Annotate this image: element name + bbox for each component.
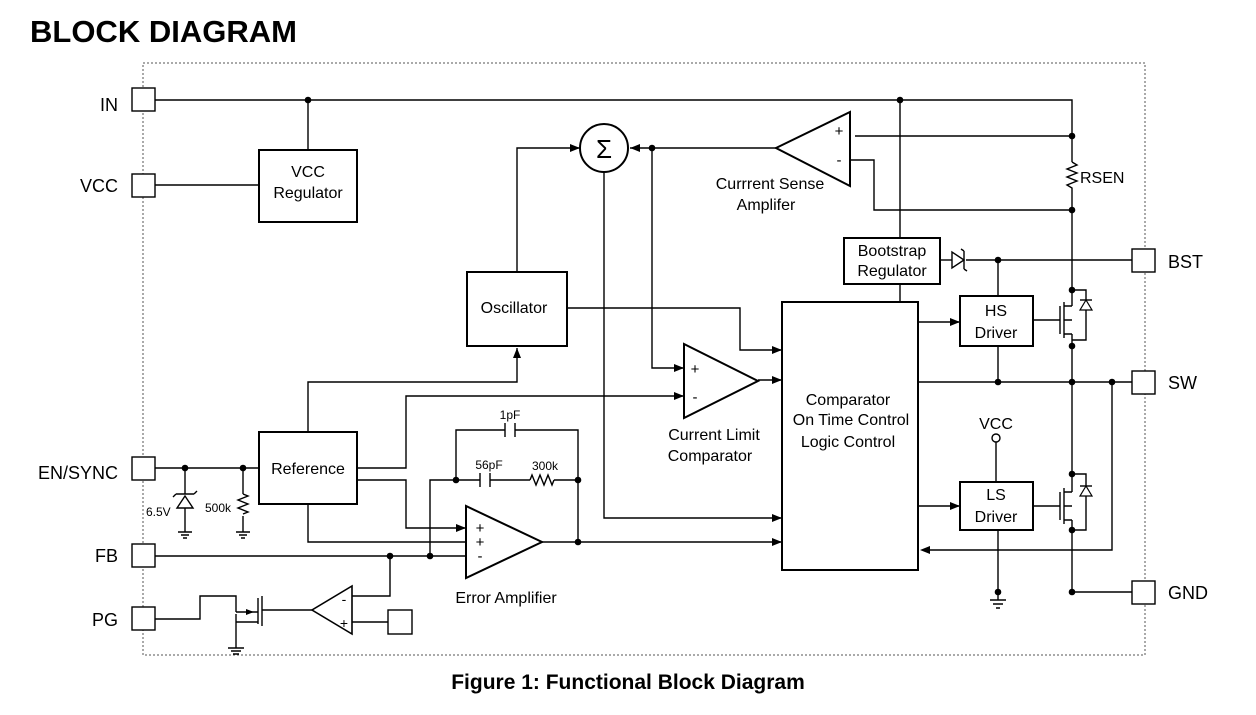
low-side-mosfet: [1059, 473, 1094, 531]
current-limit-plus: +: [691, 361, 700, 378]
oscillator-block: Oscillator: [466, 271, 568, 347]
pin-sw-label: SW: [1168, 373, 1197, 393]
pin-sw: SW: [1131, 370, 1197, 395]
pin-fb: FB: [95, 543, 156, 568]
pin-en-sync-label: EN/SYNC: [38, 463, 118, 483]
bootstrap-regulator-line1: Bootstrap: [858, 243, 927, 260]
sum-symbol: Σ: [596, 134, 612, 164]
error-amp-plus-2: +: [476, 534, 485, 551]
pin-pg: PG: [92, 606, 156, 631]
pin-vcc: VCC: [80, 173, 156, 198]
resistor-300k: 300k: [529, 459, 559, 487]
bootstrap-regulator-block: Bootstrap Regulator: [843, 237, 941, 285]
figure-caption: Figure 1: Functional Block Diagram: [451, 671, 805, 694]
current-sense-label-line1: Currrent Sense: [716, 176, 825, 193]
high-side-mosfet: [1059, 289, 1094, 341]
junction-dots: [181, 96, 1116, 596]
pin-gnd-label: GND: [1168, 583, 1208, 603]
error-amp-label: Error Amplifier: [455, 590, 557, 607]
capacitor-1pf-label: 1pF: [500, 408, 521, 422]
zener-label: 6.5V: [146, 505, 171, 519]
current-limit-comparator: + - Current Limit Comparator: [668, 342, 760, 465]
current-limit-minus: -: [693, 389, 698, 406]
pin-gnd: GND: [1131, 580, 1208, 605]
current-limit-label-line1: Current Limit: [668, 427, 760, 444]
reference-label: Reference: [271, 461, 345, 478]
pin-vcc-label: VCC: [80, 176, 118, 196]
pg-comparator-minus: -: [342, 591, 347, 607]
vcc-regulator-block: VCC Regulator: [258, 149, 358, 223]
current-sense-amplifier: + - Currrent Sense Amplifer: [716, 110, 851, 214]
pin-en-sync: EN/SYNC: [38, 456, 156, 483]
ls-driver-line1: LS: [986, 487, 1006, 504]
logic-line1: Comparator: [806, 392, 891, 409]
reference-block: Reference: [258, 431, 358, 505]
ground-symbols: [178, 531, 1006, 655]
error-amp-plus-1: +: [476, 520, 485, 537]
pg-mosfet: [236, 596, 263, 626]
zener-diode: 6.5V: [146, 490, 198, 519]
rsen-resistor: RSEN: [1065, 161, 1124, 190]
pin-in: IN: [100, 87, 156, 115]
current-limit-label-line2: Comparator: [668, 448, 753, 465]
logic-line3: Logic Control: [801, 434, 895, 451]
hs-driver-line2: Driver: [975, 325, 1018, 342]
pg-comparator: - +: [310, 584, 353, 636]
arrow-heads: [456, 144, 960, 554]
pulldown-label: 500k: [205, 501, 232, 515]
rsen-label: RSEN: [1080, 170, 1124, 187]
capacitor-56pf: 56pF: [475, 458, 503, 487]
vcc-regulator-line2: Regulator: [273, 185, 343, 202]
error-amp-minus: -: [478, 548, 483, 565]
hs-driver-line1: HS: [985, 303, 1007, 320]
pulldown-resistor: 500k: [205, 493, 250, 515]
current-sense-plus: +: [835, 123, 844, 140]
pin-bst-label: BST: [1168, 252, 1203, 272]
error-amplifier: + + - Error Amplifier: [455, 504, 557, 607]
current-sense-minus: -: [837, 152, 842, 169]
pin-fb-label: FB: [95, 546, 118, 566]
logic-control-block: Comparator On Time Control Logic Control: [781, 301, 919, 571]
current-sense-label-line2: Amplifer: [737, 197, 796, 214]
summing-node: Σ: [579, 123, 629, 173]
wires: [155, 99, 1132, 648]
ls-driver-line2: Driver: [975, 509, 1018, 526]
vcc-regulator-line1: VCC: [291, 164, 325, 181]
bootstrap-diode: [951, 248, 968, 272]
pin-pg-label: PG: [92, 610, 118, 630]
hs-driver-block: HS Driver: [959, 295, 1034, 347]
vcc-node-label: VCC: [979, 416, 1013, 433]
bootstrap-regulator-line2: Regulator: [857, 263, 927, 280]
pin-bst: BST: [1131, 248, 1203, 273]
capacitor-56pf-label: 56pF: [475, 458, 502, 472]
logic-line2: On Time Control: [793, 412, 909, 429]
pg-reference-box: [387, 609, 413, 635]
capacitor-1pf: 1pF: [500, 408, 521, 437]
pin-in-label: IN: [100, 95, 118, 115]
page-title: BLOCK DIAGRAM: [30, 14, 297, 49]
ls-driver-block: LS Driver: [959, 481, 1034, 531]
pg-comparator-plus: +: [340, 615, 348, 631]
chip-boundary: [142, 62, 1146, 656]
resistor-300k-label: 300k: [532, 459, 559, 473]
vcc-node: VCC: [979, 416, 1013, 443]
oscillator-label: Oscillator: [481, 300, 548, 317]
